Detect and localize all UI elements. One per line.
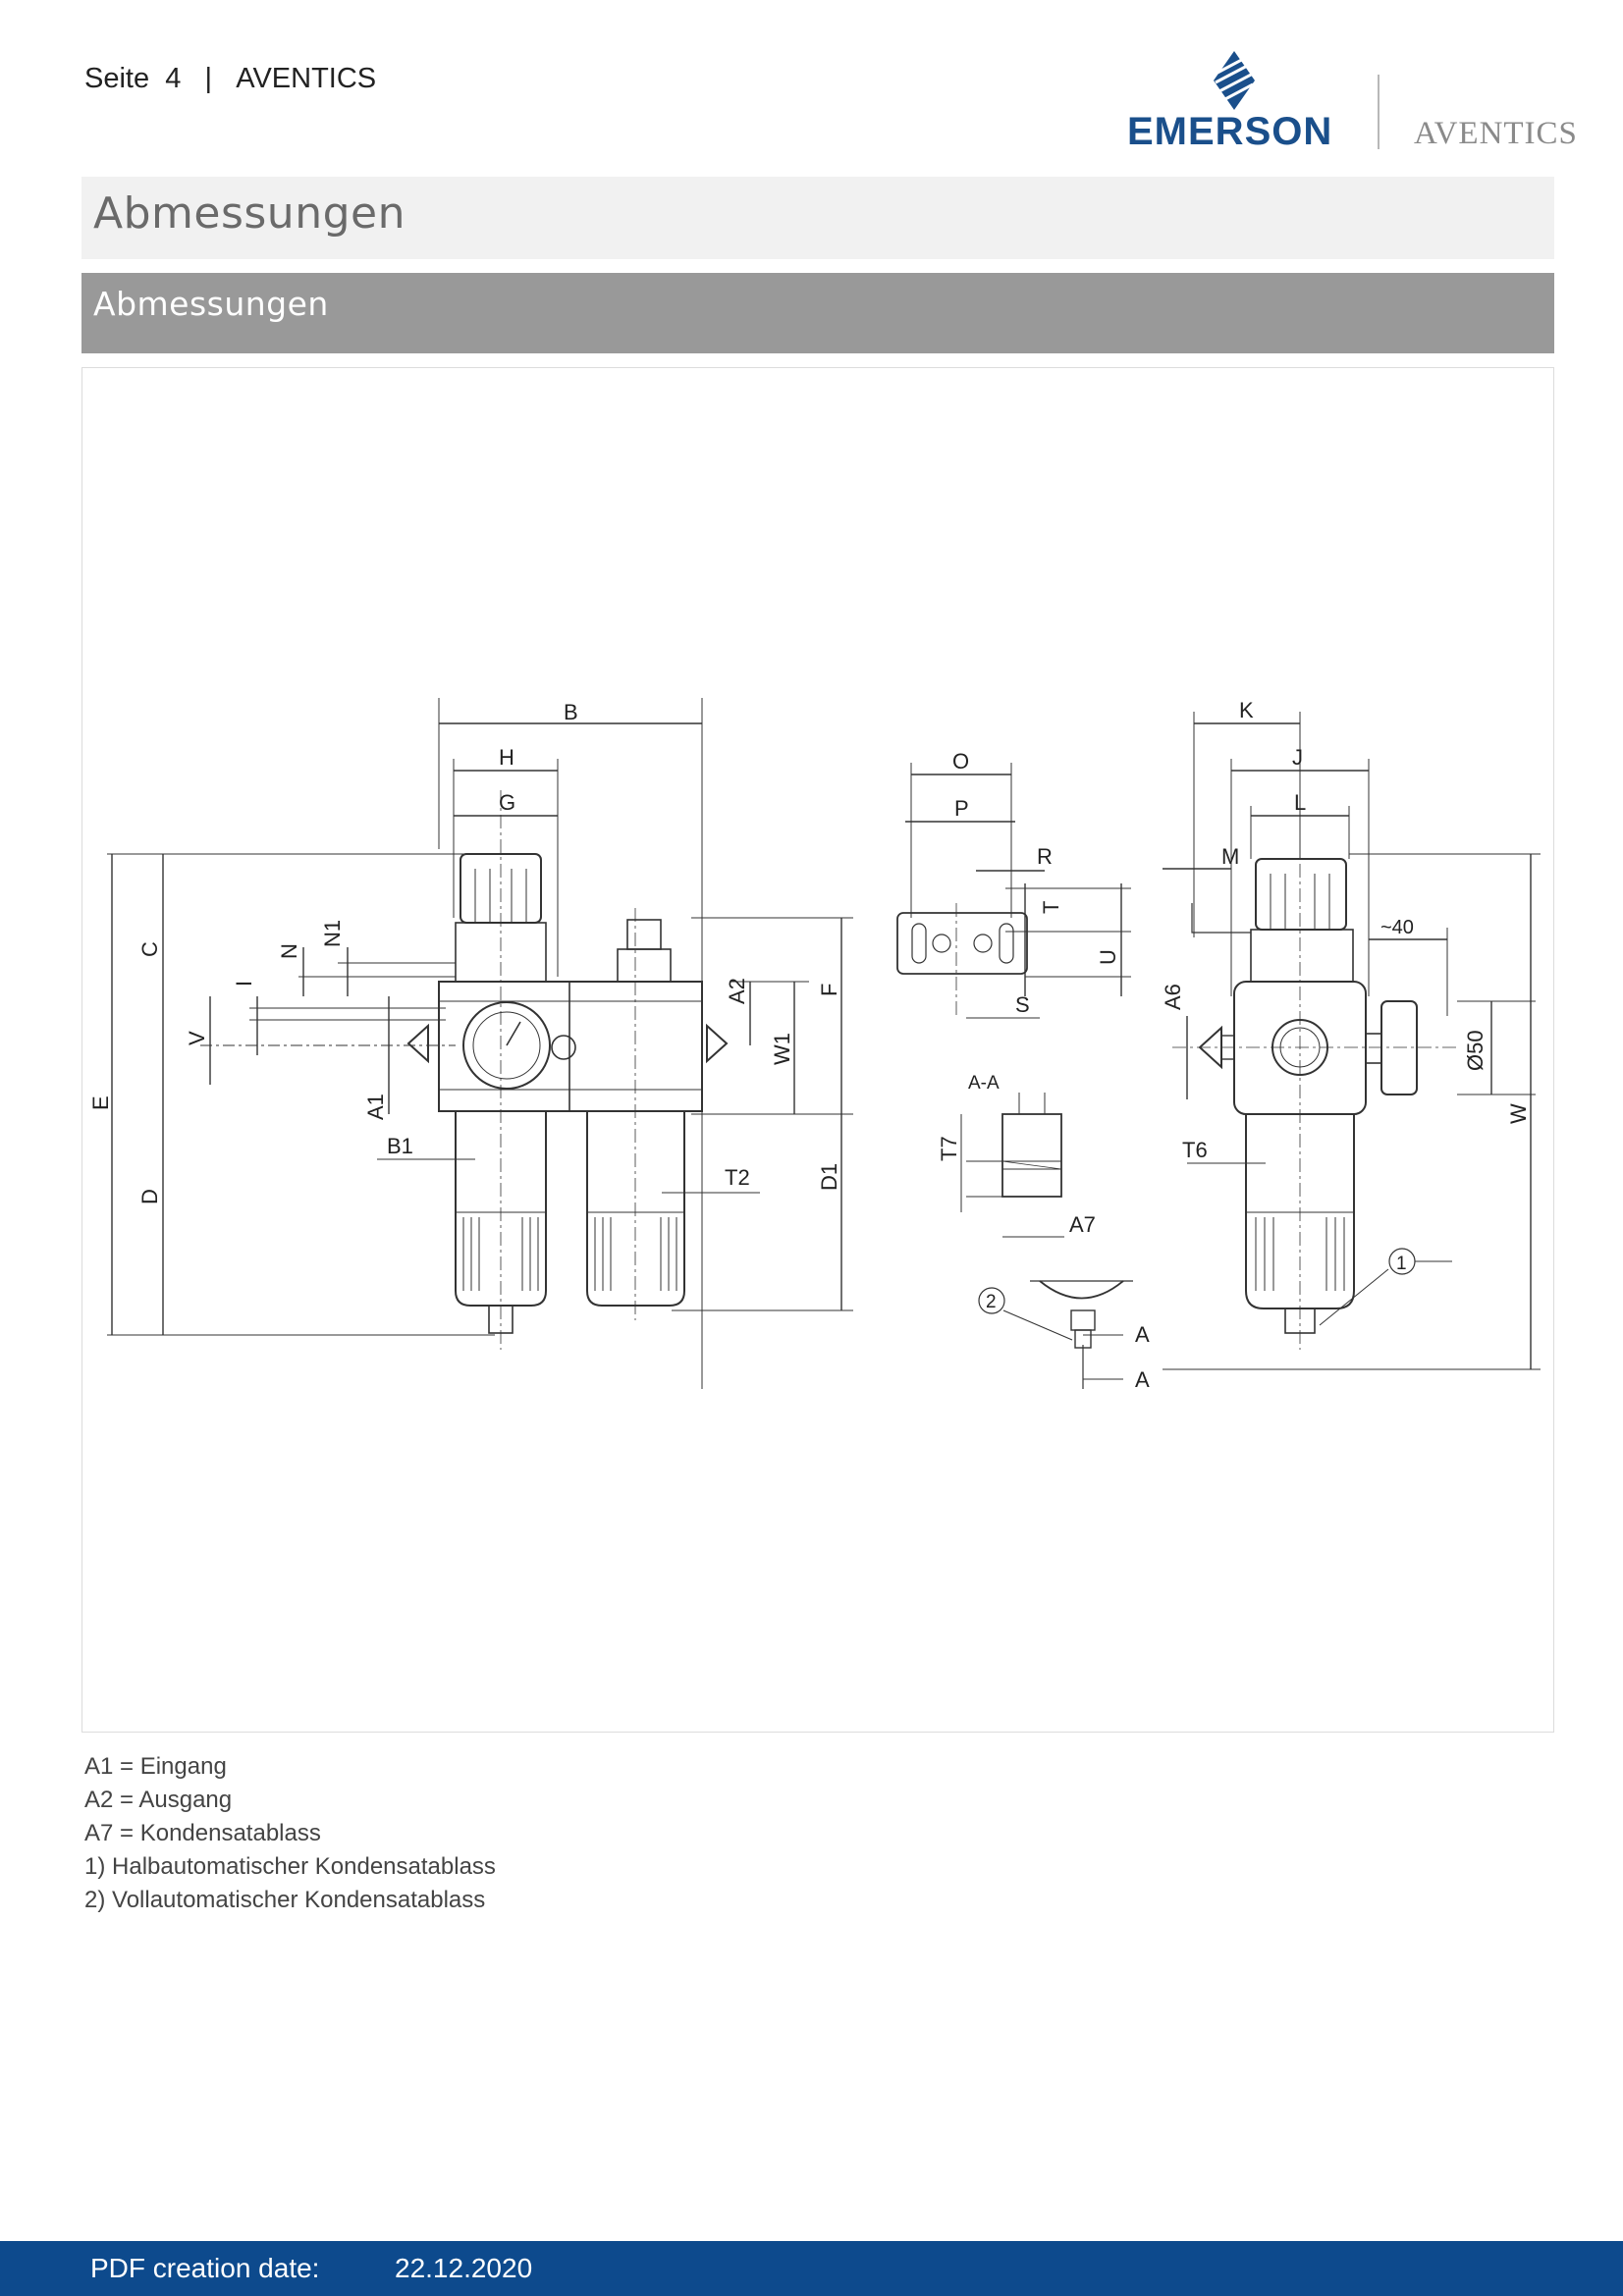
dim-label-u: U xyxy=(1096,949,1120,965)
dim-label-r: R xyxy=(1037,844,1053,869)
legend: A1 = Eingang A2 = Ausgang A7 = Kondensat… xyxy=(84,1750,496,1917)
dim-label-n1: N1 xyxy=(320,920,345,947)
dim-label-t: T xyxy=(1039,901,1063,914)
subsection-title-bar: Abmessungen xyxy=(81,273,1554,353)
dim-label-a2: A2 xyxy=(725,978,749,1004)
page-header: Seite 4 | AVENTICS xyxy=(84,63,376,95)
page-number: 4 xyxy=(165,63,182,94)
dim-label-d: D xyxy=(137,1189,162,1204)
dim-label-i: I xyxy=(232,981,256,987)
emerson-aventics-logo: EMERSON AVENTICS xyxy=(1127,51,1598,159)
legend-item: A1 = Eingang xyxy=(84,1753,227,1780)
aventics-logo-text: AVENTICS xyxy=(1414,116,1578,151)
section-title-bar: Abmessungen xyxy=(81,177,1554,259)
dim-label-c: C xyxy=(137,941,162,957)
dim-label-t7: T7 xyxy=(937,1136,961,1161)
dim-label-o: O xyxy=(952,749,969,774)
dim-label-t2: T2 xyxy=(725,1165,750,1190)
legend-item: A2 = Ausgang xyxy=(84,1787,233,1813)
dim-label-g: G xyxy=(499,790,515,815)
emerson-diamond-icon xyxy=(1214,51,1256,110)
callout-2: 2 xyxy=(986,1292,997,1312)
legend-item: 2) Vollautomatischer Kondensatablass xyxy=(84,1887,486,1913)
dim-label-40: ~40 xyxy=(1380,917,1414,938)
section-title: Abmessungen xyxy=(93,188,406,239)
header-separator: | xyxy=(204,63,213,94)
footer-label: PDF creation date: xyxy=(90,2253,320,2283)
dim-label-j: J xyxy=(1292,745,1303,770)
legend-item: 1) Halbautomatischer Kondensatablass xyxy=(84,1853,496,1880)
callout-1: 1 xyxy=(1396,1254,1407,1274)
dim-label-a6: A6 xyxy=(1161,984,1185,1010)
dim-label-v: V xyxy=(185,1031,209,1045)
dim-label-section-aa: A-A xyxy=(968,1073,1000,1094)
dim-label-a-bottom: A xyxy=(1135,1367,1150,1392)
emerson-logo-text: EMERSON xyxy=(1127,110,1333,153)
footer-bar: PDF creation date: 22.12.2020 xyxy=(0,2241,1623,2296)
dim-label-b1: B1 xyxy=(387,1134,413,1158)
dimension-drawing: B H G N1 N I V C E D A1 B1 A2 F W1 D1 T2… xyxy=(81,367,1554,1733)
dim-label-d1: D1 xyxy=(817,1163,841,1191)
dim-label-h: H xyxy=(499,745,514,770)
header-brand: AVENTICS xyxy=(236,63,377,94)
dimension-drawing-svg: B H G N1 N I V C E D A1 B1 A2 F W1 D1 T2… xyxy=(88,698,1541,1392)
page-label: Seite xyxy=(84,63,150,94)
dim-label-s: S xyxy=(1015,992,1030,1017)
dim-label-a1: A1 xyxy=(363,1094,388,1120)
dim-label-t6: T6 xyxy=(1182,1138,1208,1162)
dim-label-w: W xyxy=(1506,1103,1531,1124)
dim-label-d50: Ø50 xyxy=(1463,1030,1488,1071)
dim-label-a7: A7 xyxy=(1069,1212,1096,1237)
logo-divider xyxy=(1378,75,1380,149)
dim-label-p: P xyxy=(954,796,969,821)
dim-label-a-top: A xyxy=(1135,1322,1150,1347)
dim-label-l: L xyxy=(1294,790,1306,815)
dim-label-e: E xyxy=(88,1095,113,1110)
dim-label-k: K xyxy=(1239,698,1254,722)
subsection-title: Abmessungen xyxy=(93,285,329,323)
legend-item: A7 = Kondensatablass xyxy=(84,1820,321,1846)
dimension-labels: B H G N1 N I V C E D A1 B1 A2 F W1 D1 T2… xyxy=(88,698,1531,1392)
dim-label-n: N xyxy=(277,943,301,959)
dim-label-w1: W1 xyxy=(770,1033,794,1065)
dim-label-b: B xyxy=(564,700,578,724)
dim-label-m: M xyxy=(1221,844,1239,869)
dim-label-f: F xyxy=(817,984,841,996)
footer-date: 22.12.2020 xyxy=(395,2253,533,2283)
